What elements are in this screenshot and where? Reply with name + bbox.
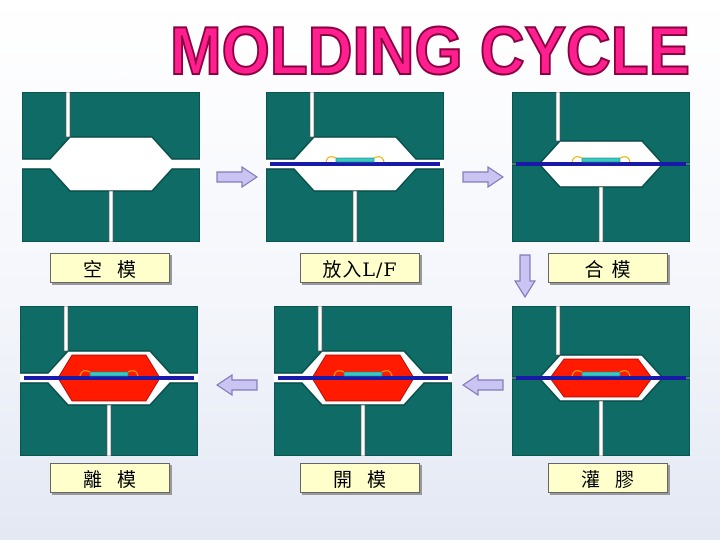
arrow-right-icon [216,166,258,188]
lower-ejector-pin [352,190,358,242]
chip-die [581,157,621,163]
bond-wire [619,370,631,377]
panel-load-leadframe [266,92,444,242]
panel-inject-resin [512,306,690,456]
arrow-down-icon [514,254,536,298]
panel-empty-mold [22,92,200,242]
chip-die [335,157,375,163]
chip-die [343,371,383,377]
bond-wire [127,370,139,377]
bond-wire [79,370,91,377]
bond-wire [373,156,385,163]
panel-eject-part [20,306,198,456]
lower-ejector-pin [598,400,604,456]
diagram-title: MOLDING CYCLE [170,13,690,86]
arrow-right-icon [462,166,504,188]
lower-ejector-pin [598,186,604,242]
title-banner: MOLDING CYCLE [169,12,691,86]
label-eject-part: 離 模 [50,463,170,493]
panel-open-mold [274,306,452,456]
upper-ejector-pin [309,92,315,138]
bond-wire [571,370,583,377]
panel-close-mold [512,92,690,242]
bond-wire [571,156,583,163]
label-close-mold: 合 模 [548,253,668,283]
lower-ejector-pin [360,404,366,456]
upper-ejector-pin [317,306,323,352]
bond-wire [381,370,393,377]
upper-ejector-pin [65,92,71,138]
arrow-left-icon [216,374,258,396]
chip-die [581,371,621,377]
upper-ejector-pin [555,306,561,356]
bond-wire [333,370,345,377]
bond-wire [325,156,337,163]
upper-ejector-pin [555,92,561,142]
label-empty-mold: 空 模 [50,253,170,283]
label-open-mold: 開 模 [300,463,420,493]
label-inject-resin: 灌 膠 [548,463,668,493]
bond-wire [619,156,631,163]
arrow-left-icon [462,374,504,396]
upper-ejector-pin [63,306,69,352]
chip-die [89,371,129,377]
lower-ejector-pin [106,404,112,456]
lower-ejector-pin [108,190,114,242]
label-load-leadframe: 放入L/F [300,253,420,283]
